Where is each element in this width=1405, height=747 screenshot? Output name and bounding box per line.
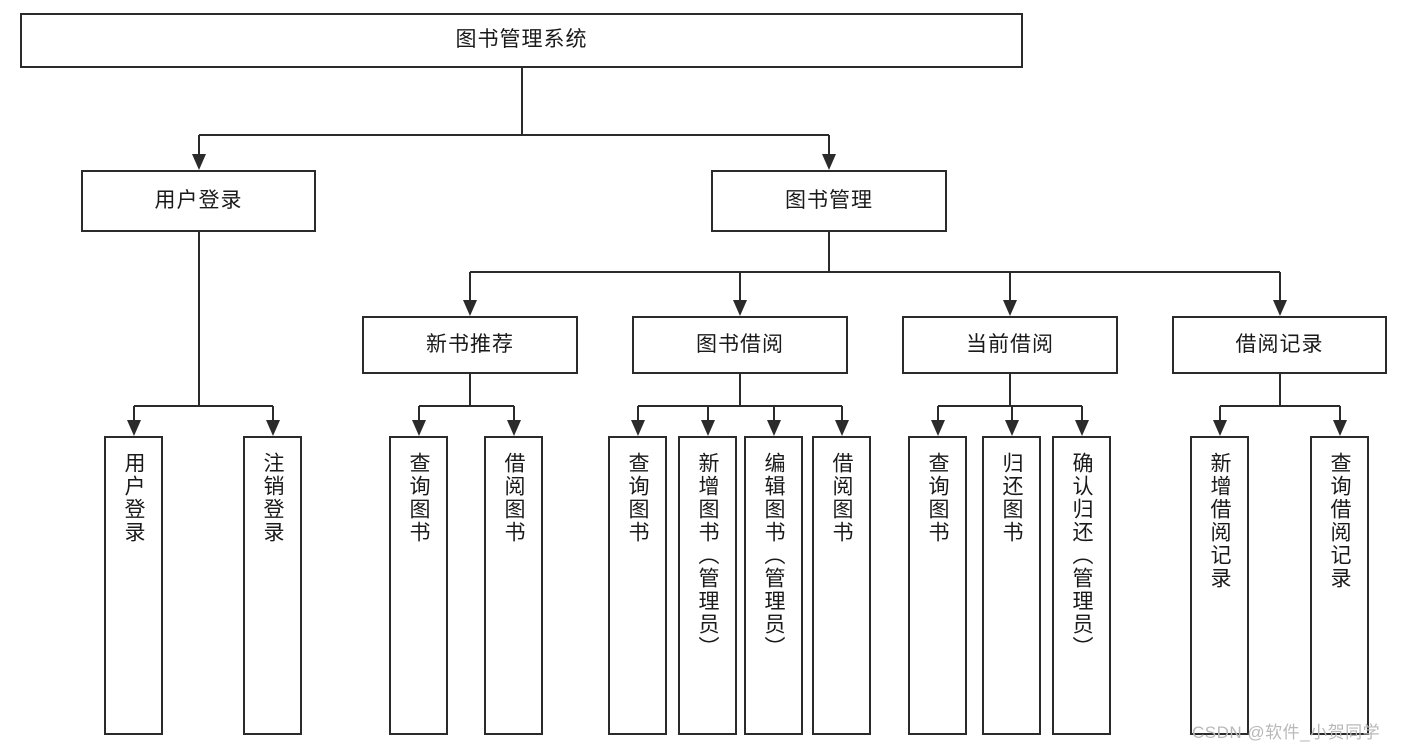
leaf-node-borrow-book-recommend[interactable]: 借阅图书 (484, 436, 543, 735)
connector-arrowhead (506, 420, 521, 436)
connector-vertical (1218, 406, 1221, 420)
leaf-node-user-login[interactable]: 用户登录 (104, 436, 163, 735)
connector-vertical (512, 406, 515, 420)
node-label: 借阅记录 (1235, 332, 1324, 356)
connector-horizontal (133, 405, 273, 407)
connector-arrowhead (463, 300, 477, 316)
connector-vertical (936, 406, 939, 420)
connector-horizontal (470, 271, 1280, 273)
connector-arrowhead (126, 420, 141, 436)
leaf-node-edit-book-admin[interactable]: 编辑图书（管理员） (744, 436, 803, 735)
connector-vertical (1009, 272, 1011, 300)
node-label: 新增借阅记录 (1208, 452, 1231, 590)
connector-arrowhead (834, 420, 849, 436)
connector-vertical (840, 406, 843, 420)
node-label: 图书管理系统 (455, 28, 588, 52)
node-label: 当前借阅 (966, 332, 1054, 356)
connector-vertical (1009, 374, 1011, 406)
connector-vertical (636, 406, 639, 420)
node-borrow-record[interactable]: 借阅记录 (1172, 316, 1387, 374)
connector-vertical (469, 374, 471, 406)
connector-arrowhead (1332, 420, 1347, 436)
connector-horizontal (418, 405, 514, 407)
connector-vertical (469, 272, 471, 300)
connector-vertical (706, 406, 709, 420)
leaf-node-add-borrow-record[interactable]: 新增借阅记录 (1190, 436, 1249, 735)
connector-vertical (772, 406, 775, 420)
leaf-node-confirm-return-admin[interactable]: 确认归还（管理员） (1052, 436, 1111, 735)
node-book-borrow[interactable]: 图书借阅 (632, 316, 848, 374)
leaf-node-return-book[interactable]: 归还图书 (982, 436, 1041, 735)
connector-arrowhead (1004, 420, 1019, 436)
node-label: 查询图书 (926, 452, 949, 544)
node-label: 编辑图书（管理员） (762, 452, 785, 659)
connector-arrowhead (733, 300, 747, 316)
connector-horizontal (1219, 405, 1340, 407)
leaf-node-borrow-book[interactable]: 借阅图书 (812, 436, 871, 735)
connector-horizontal (637, 405, 842, 407)
connector-arrowhead (1003, 300, 1017, 316)
leaf-node-query-borrow-record[interactable]: 查询借阅记录 (1310, 436, 1369, 735)
connector-arrowhead (1074, 420, 1089, 436)
connector-horizontal (198, 134, 829, 136)
node-label: 图书借阅 (696, 332, 784, 356)
node-label: 用户登录 (154, 188, 243, 212)
connector-vertical (828, 232, 830, 272)
connector-arrowhead (1212, 420, 1227, 436)
csdn-watermark: CSDN @软件_小贺同学 (1192, 723, 1381, 742)
node-label: 新增图书（管理员） (696, 452, 719, 659)
connector-vertical (271, 406, 274, 420)
node-label: 查询图书 (626, 452, 649, 544)
leaf-node-query-book-current[interactable]: 查询图书 (908, 436, 967, 735)
node-label: 借阅图书 (830, 452, 853, 544)
connector-vertical (1278, 272, 1281, 300)
node-label: 归还图书 (1000, 452, 1023, 544)
leaf-node-query-book-recommend[interactable]: 查询图书 (389, 436, 448, 735)
node-label: 图书管理 (785, 188, 873, 212)
connector-vertical (197, 232, 200, 406)
connector-vertical (739, 272, 741, 300)
node-book-management[interactable]: 图书管理 (711, 170, 947, 232)
connector-arrowhead (630, 420, 645, 436)
connector-horizontal (937, 405, 1082, 407)
node-label: 查询借阅记录 (1328, 452, 1351, 590)
connector-arrowhead (700, 420, 715, 436)
connector-vertical (1338, 406, 1341, 420)
leaf-node-query-book-borrow[interactable]: 查询图书 (608, 436, 667, 735)
connector-arrowhead (1272, 300, 1287, 316)
connector-vertical (1278, 374, 1281, 406)
node-label: 注销登录 (261, 452, 284, 544)
node-new-book-recommend[interactable]: 新书推荐 (362, 316, 578, 374)
connector-vertical (1080, 406, 1083, 420)
connector-vertical (739, 374, 741, 406)
connector-vertical (520, 68, 523, 135)
connector-arrowhead (265, 420, 280, 436)
connector-vertical (132, 406, 135, 420)
node-label: 确认归还（管理员） (1070, 452, 1093, 659)
connector-arrowhead (191, 154, 206, 170)
connector-arrowhead (822, 154, 836, 170)
connector-arrowhead (411, 420, 426, 436)
connector-arrowhead (766, 420, 781, 436)
node-current-borrow[interactable]: 当前借阅 (902, 316, 1118, 374)
node-user-login[interactable]: 用户登录 (81, 170, 316, 232)
leaf-node-logout-login[interactable]: 注销登录 (243, 436, 302, 735)
connector-arrowhead (930, 420, 945, 436)
node-label: 查询图书 (407, 452, 430, 544)
connector-vertical (1010, 406, 1013, 420)
leaf-node-add-book-admin[interactable]: 新增图书（管理员） (678, 436, 737, 735)
node-label: 新书推荐 (426, 332, 514, 356)
node-label: 借阅图书 (502, 452, 525, 544)
node-label: 用户登录 (122, 452, 145, 544)
connector-vertical (417, 406, 420, 420)
node-book-management-system[interactable]: 图书管理系统 (20, 13, 1023, 68)
connector-vertical (828, 135, 830, 154)
connector-vertical (197, 135, 200, 154)
